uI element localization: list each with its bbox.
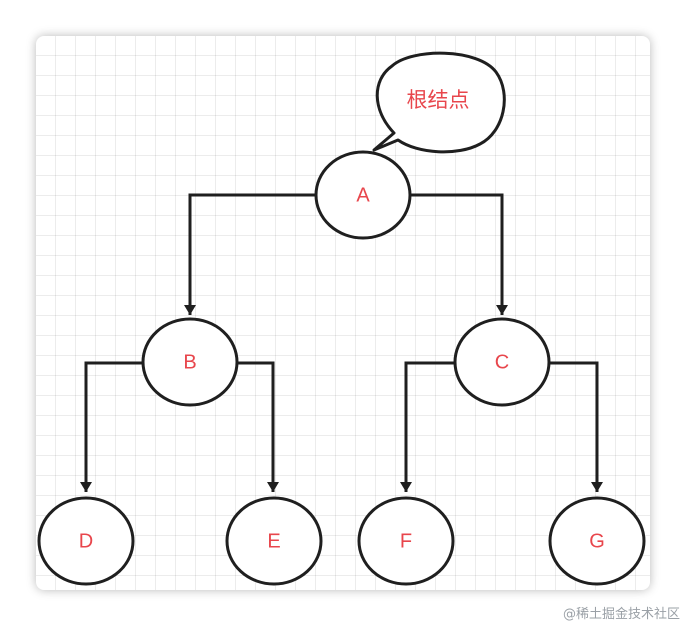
callout-bubble — [372, 51, 506, 154]
node-g-label: G — [589, 530, 605, 552]
node-e — [225, 496, 323, 586]
node-b — [141, 317, 239, 407]
node-d-label: D — [79, 530, 93, 552]
node-a — [314, 150, 412, 240]
watermark-text: @稀土掘金技术社区 — [562, 607, 680, 622]
node-b-label: B — [183, 351, 196, 373]
node-f-label: F — [400, 530, 412, 552]
node-c — [453, 317, 551, 407]
callout-text: 根结点 — [407, 88, 470, 112]
grid-card — [36, 36, 650, 590]
edge-a-b — [184, 193, 318, 315]
node-g — [548, 496, 646, 586]
node-c-label: C — [495, 351, 509, 373]
node-d — [37, 496, 135, 586]
node-a-label: A — [356, 184, 370, 206]
edge-c-f — [400, 361, 457, 492]
edge-b-d — [80, 361, 145, 492]
edge-b-e — [235, 361, 279, 492]
node-f — [357, 496, 455, 586]
edge-c-g — [547, 361, 603, 492]
node-e-label: E — [267, 530, 280, 552]
edge-a-c — [408, 193, 508, 315]
